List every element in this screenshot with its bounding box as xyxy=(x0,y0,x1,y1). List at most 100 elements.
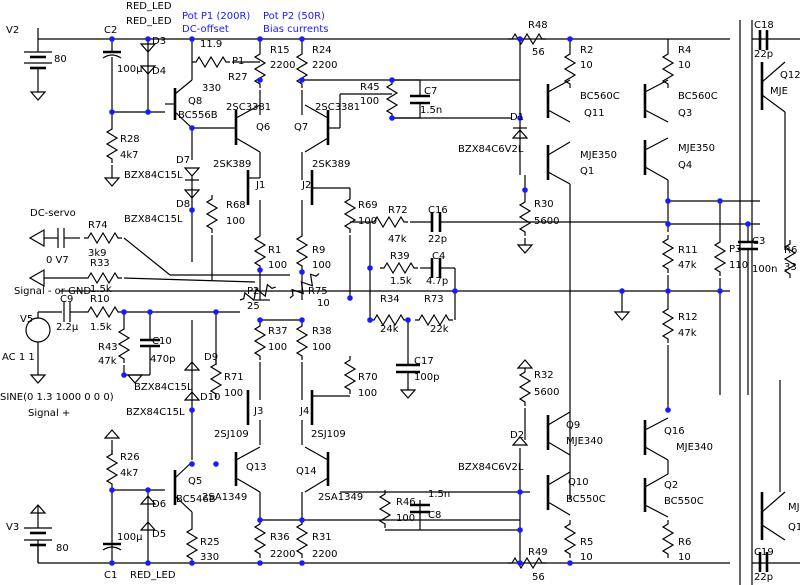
r45-label: R45 xyxy=(360,82,380,93)
q14-label: Q14 xyxy=(296,466,317,477)
c2-val-label: 100µ xyxy=(117,64,143,75)
r70-val-label: 100 xyxy=(358,388,377,399)
q3-type-label: BC560C xyxy=(678,91,718,102)
r15-val-label: 2200 xyxy=(270,60,295,71)
c8-label: C8 xyxy=(428,510,441,521)
r72-label: R72 xyxy=(388,205,408,216)
q2-type-label: BC550C xyxy=(664,496,704,507)
j1-label: J1 xyxy=(255,180,265,191)
r48-label: R48 xyxy=(528,20,548,31)
d9-type-label: BZX84C15L xyxy=(134,382,193,393)
r39-val-label: 1.5k xyxy=(390,276,412,287)
q1-type-label: MJE350 xyxy=(580,150,617,161)
c10-val-label: 470p xyxy=(150,354,175,365)
q16-type-label: MJE340 xyxy=(676,442,713,453)
r28-val-label: 4k7 xyxy=(120,150,139,161)
r73-val-label: 22k xyxy=(430,324,449,335)
r9-val-label: 100 xyxy=(312,260,331,271)
r11-val-label: 47k xyxy=(678,260,697,271)
c17-val-label: 100p xyxy=(414,372,439,383)
p1-val-label: 11.9 xyxy=(200,39,222,50)
p3-label: P3 xyxy=(729,244,741,255)
r37-val-label: 100 xyxy=(268,342,287,353)
d8-label: D8 xyxy=(176,199,190,210)
q7-type-label: 2SC3381 xyxy=(315,102,360,113)
c19-label: C19 xyxy=(754,547,774,558)
dc-servo-label: DC-servo xyxy=(30,208,76,219)
d1-type-label: BZX84C6V2L xyxy=(458,144,524,155)
battery-v3 xyxy=(24,504,52,563)
r75-val-label: 10 xyxy=(317,298,330,309)
q13-type-label: 2SA1349 xyxy=(202,492,247,503)
c1-label: C1 xyxy=(104,570,117,581)
q8-type-label: BC556B xyxy=(178,110,218,121)
battery-v2 xyxy=(24,39,52,101)
j2-label: J2 xyxy=(301,180,311,191)
c9-label: C9 xyxy=(60,294,73,305)
r72-val-label: 47k xyxy=(388,234,407,245)
c3-label: C3 xyxy=(752,236,765,247)
r69-val-label: 100 xyxy=(358,216,377,227)
r6-val-label: 10 xyxy=(678,552,691,563)
ac-label: AC 1 1 xyxy=(2,352,35,363)
q8-label: Q8 xyxy=(188,96,202,107)
q-bottom-right-label: Q1 xyxy=(788,522,800,533)
r12-label: R12 xyxy=(678,312,698,323)
c3-val-label: 100n xyxy=(752,264,777,275)
c16-label: C16 xyxy=(428,205,448,216)
p2-label: P2 xyxy=(247,286,259,297)
d3-label: D3 xyxy=(152,36,166,47)
v7-label: 0 V7 xyxy=(46,255,69,266)
r24-label: R24 xyxy=(312,45,332,56)
r6-right-label: R6 xyxy=(784,245,797,256)
r11-label: R11 xyxy=(678,245,698,256)
r69-label: R69 xyxy=(358,200,378,211)
r33-label: R33 xyxy=(90,258,110,269)
r12-val-label: 47k xyxy=(678,328,697,339)
red-led-3-label: RED_LED xyxy=(130,570,176,581)
r31-label: R31 xyxy=(312,532,332,543)
d8-type-label: BZX84C15L xyxy=(124,214,183,225)
q11-label: Q11 xyxy=(584,108,605,119)
pot-p1-note: DC-offset xyxy=(182,24,229,35)
c18-label: C18 xyxy=(754,20,774,31)
q1-label: Q1 xyxy=(580,166,594,177)
d6-label: D6 xyxy=(152,499,166,510)
d9-label: D9 xyxy=(204,352,218,363)
r33-val-label: 1.5k xyxy=(90,284,112,295)
c18-val-label: 22p xyxy=(754,49,773,60)
r4-label: R4 xyxy=(678,45,691,56)
r26-val-label: 4k7 xyxy=(120,468,139,479)
q6-label: Q6 xyxy=(256,122,270,133)
input-section xyxy=(25,228,323,384)
r25-label: R25 xyxy=(200,537,220,548)
c10-label: C10 xyxy=(152,336,172,347)
r43-label: R43 xyxy=(98,342,118,353)
r71-val-label: 100 xyxy=(224,388,243,399)
r28-label: R28 xyxy=(120,134,140,145)
d7-label: D7 xyxy=(176,155,190,166)
r1-label: R1 xyxy=(268,245,281,256)
r34-val-label: 24k xyxy=(380,324,399,335)
c8-val-label: 1.5n xyxy=(428,489,450,500)
r70-label: R70 xyxy=(358,372,378,383)
r4-val-label: 10 xyxy=(678,60,691,71)
j2-type-label: 2SK389 xyxy=(312,159,350,170)
red-led-label-1: RED_LED xyxy=(126,1,172,12)
r10-val-label: 1.5k xyxy=(90,322,112,333)
p1-label: P1 xyxy=(232,56,244,67)
q13-label: Q13 xyxy=(246,462,267,473)
q11-type-label: BC560C xyxy=(580,91,620,102)
c9-val-label: 2.2µ xyxy=(56,322,79,333)
signal-gnd-label: Signal - or GND xyxy=(14,286,91,297)
v2-val-label: 80 xyxy=(54,54,67,65)
feedback-section xyxy=(350,212,668,399)
r68-val-label: 100 xyxy=(226,216,245,227)
r32-val-label: 5600 xyxy=(534,387,559,398)
r10-label: R10 xyxy=(90,294,110,305)
q4-type-label: MJE350 xyxy=(678,143,715,154)
bias-top-section xyxy=(102,39,356,298)
r38-label: R38 xyxy=(312,326,332,337)
r6-right-val-label: 33 xyxy=(784,262,797,273)
